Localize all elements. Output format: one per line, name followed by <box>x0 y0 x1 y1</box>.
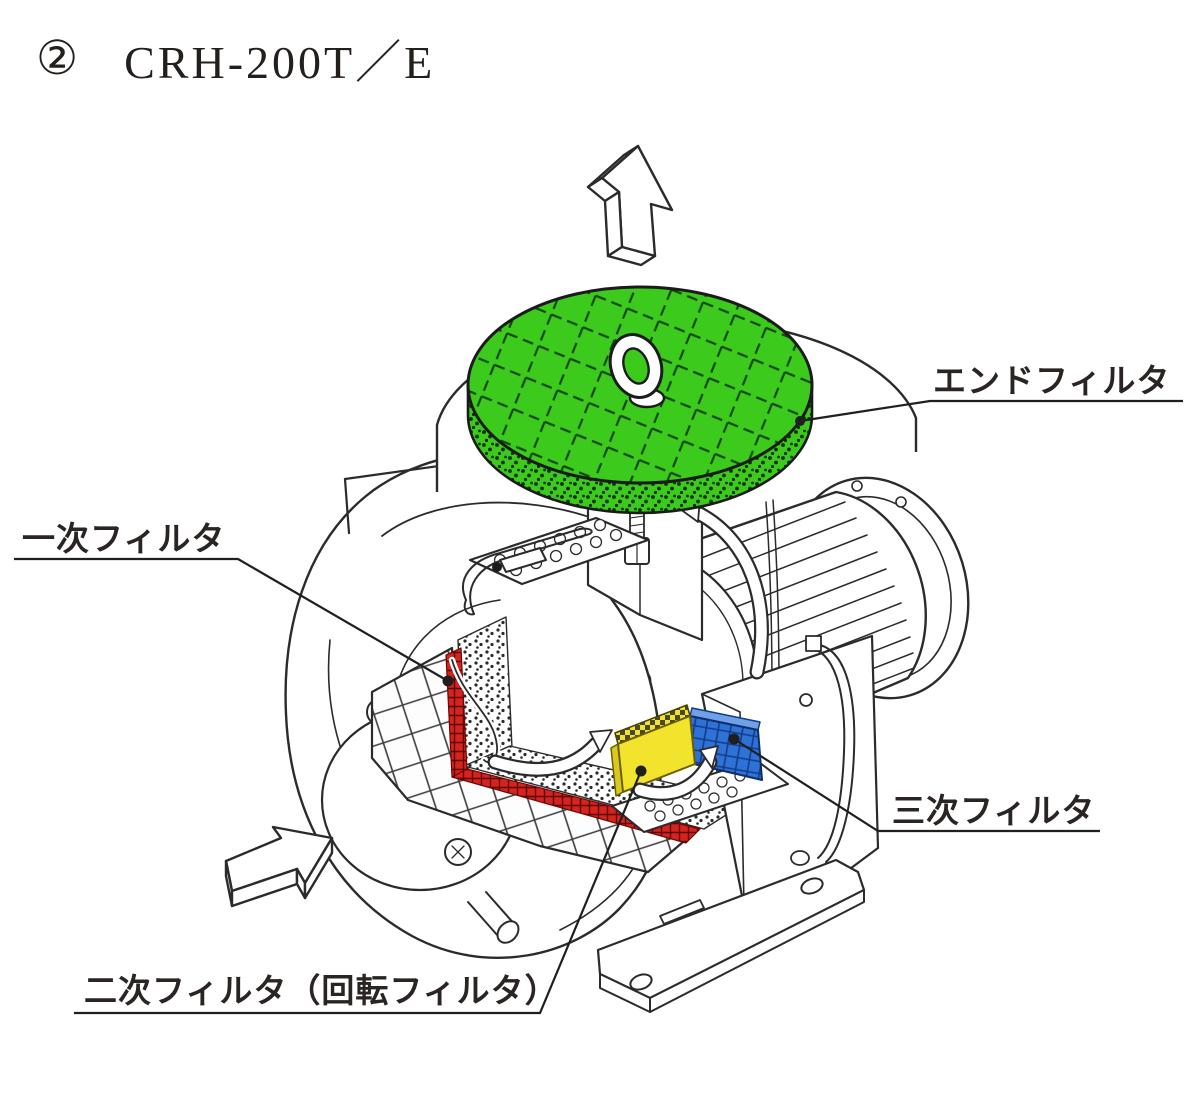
end-filter-disc <box>466 285 814 515</box>
leader-primary-filter <box>14 557 449 682</box>
airflow-arrow-in-scroll <box>487 729 613 777</box>
tertiary-filter-label: 三次フィルタ <box>892 792 1096 829</box>
eye-bolt-ring-icon <box>608 333 666 409</box>
dot-tertiary-filter <box>728 733 740 745</box>
base-plate <box>596 850 866 1013</box>
primary-filter-label: 一次フィルタ <box>22 520 226 557</box>
secondary-filter-label: 二次フィルタ（回転フィルタ） <box>84 972 559 1009</box>
leader-end-filter <box>799 399 1183 423</box>
leader-tertiary-filter <box>733 738 1100 833</box>
inlet-arrow-icon <box>224 825 334 908</box>
outlet-up-arrow-icon <box>586 144 674 267</box>
leader-secondary-filter <box>74 770 643 1015</box>
airflow-arrow-through-filters <box>632 745 719 801</box>
figure-title: ② CRH-200T／E <box>36 26 435 92</box>
dot-end-filter <box>795 416 805 426</box>
label-leader-lines <box>14 399 1183 1015</box>
drain-pipe <box>467 891 520 944</box>
dot-secondary-filter <box>635 765 647 777</box>
latch-clamp <box>462 527 593 616</box>
model-name: CRH-200T／E <box>124 37 436 88</box>
machine-body <box>284 442 970 1013</box>
filter-block-assembly <box>610 704 789 833</box>
end-filter-label: エンドフィルタ <box>933 362 1171 399</box>
dot-primary-filter <box>442 675 454 687</box>
top-perforated-strip <box>462 516 650 616</box>
figure-number-badge: ② <box>36 32 79 85</box>
